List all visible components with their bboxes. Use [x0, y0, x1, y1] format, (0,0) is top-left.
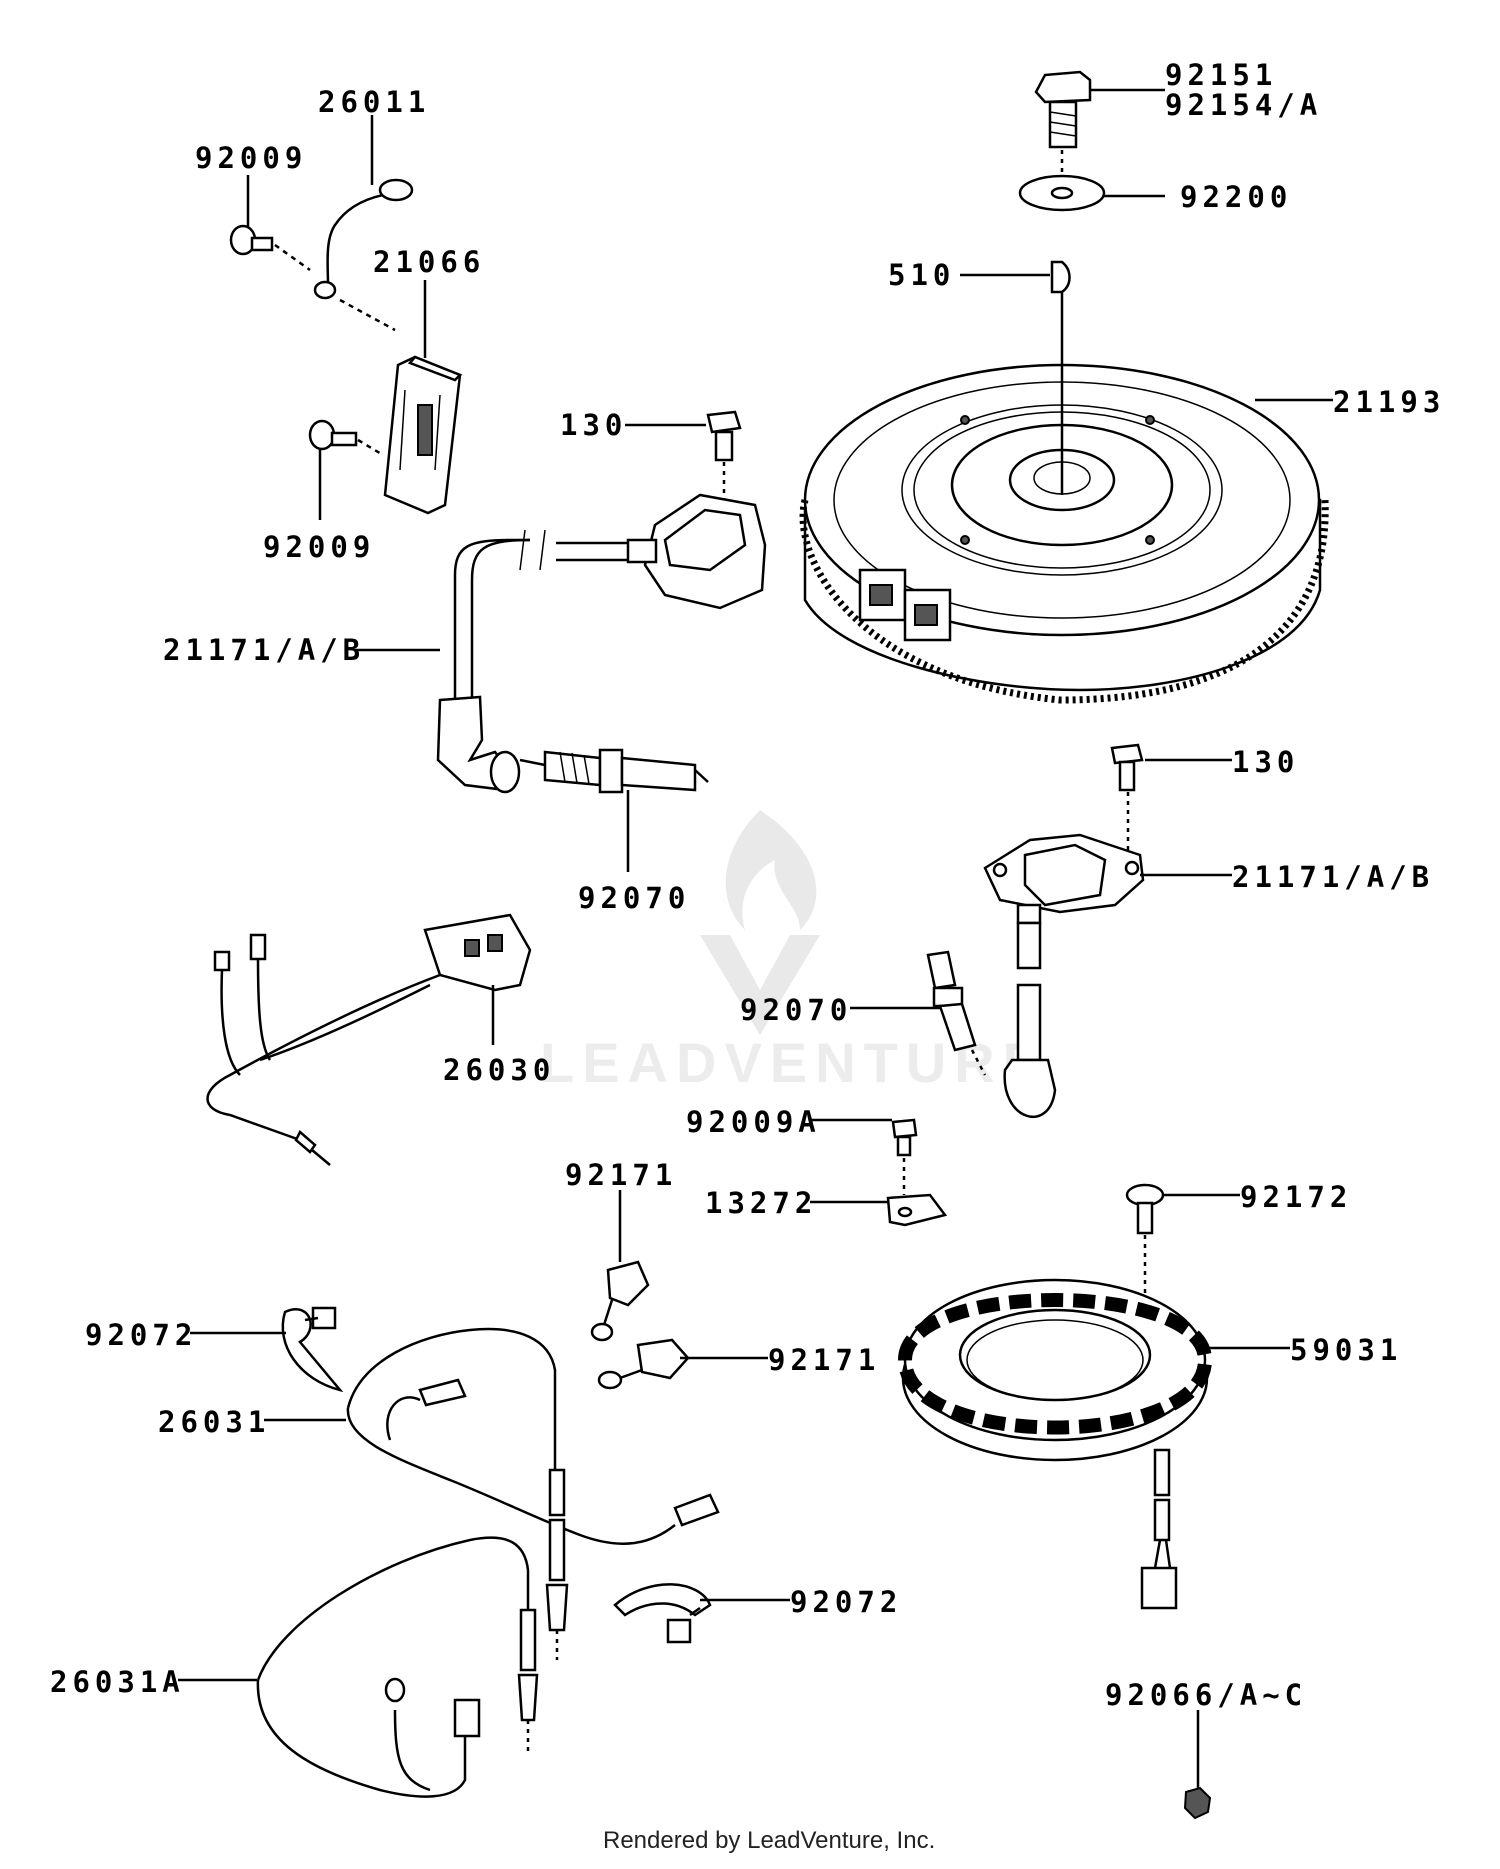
label-21193: 21193 — [1333, 385, 1445, 419]
bracket-13272 — [886, 1193, 948, 1227]
ignition-coil-21171-top — [436, 493, 767, 794]
clamp-92072-top — [281, 1306, 344, 1393]
footer-credit: Rendered by LeadVenture, Inc. — [603, 1827, 935, 1854]
label-13272: 13272 — [705, 1186, 817, 1220]
label-26031A: 26031A — [50, 1665, 185, 1699]
spark-plug-92070-left — [519, 748, 709, 794]
label-92171-right: 92171 — [768, 1343, 880, 1377]
label-26011: 26011 — [318, 85, 430, 119]
label-92070-right: 92070 — [740, 993, 852, 1027]
label-92009-bottom: 92009 — [263, 530, 375, 564]
bolt-92172 — [1125, 1183, 1165, 1295]
label-92072-top: 92072 — [85, 1318, 197, 1352]
label-130-top: 130 — [560, 408, 627, 442]
label-130-right: 130 — [1232, 745, 1299, 779]
part-labels: 92151 92154/A 92200 510 21193 26011 9200… — [50, 58, 1445, 1712]
bolt-92151 — [1034, 70, 1092, 172]
label-92151: 92151 — [1165, 58, 1277, 92]
clamp-92171-right — [597, 1338, 690, 1390]
spark-plug-92070-right — [926, 950, 987, 1076]
label-92172: 92172 — [1240, 1180, 1352, 1214]
harness-26031 — [346, 1327, 720, 1660]
bolt-130-top — [706, 410, 742, 500]
label-21171-right: 21171/A/B — [1232, 860, 1434, 894]
screw-92009-bottom — [308, 419, 384, 457]
label-21066: 21066 — [373, 245, 485, 279]
label-92070-left: 92070 — [578, 881, 690, 915]
clamp-92171-top — [590, 1260, 650, 1342]
bolt-92009A — [891, 1118, 918, 1195]
screw-92009-top — [229, 224, 396, 332]
label-92009-top: 92009 — [195, 141, 307, 175]
label-26031: 26031 — [158, 1405, 270, 1439]
ground-lead-26011 — [313, 178, 414, 300]
stator-59031 — [897, 1278, 1213, 1610]
label-92009A: 92009A — [686, 1105, 821, 1139]
label-59031: 59031 — [1290, 1333, 1402, 1367]
regulator-21066 — [383, 355, 463, 515]
harness-26031A — [256, 1536, 539, 1798]
ignition-coil-21171-right — [983, 833, 1145, 1118]
washer-92200 — [1018, 174, 1106, 212]
label-92200: 92200 — [1180, 180, 1292, 214]
clamp-92072-bottom — [613, 1583, 712, 1644]
label-21171-left: 21171/A/B — [163, 633, 365, 667]
flywheel-21193 — [799, 285, 1329, 704]
label-92072-bottom: 92072 — [790, 1585, 902, 1619]
label-92154: 92154/A — [1165, 88, 1322, 122]
nut-92066 — [1183, 1786, 1212, 1820]
label-26030: 26030 — [443, 1053, 555, 1087]
label-510: 510 — [888, 258, 955, 292]
connector-26030 — [206, 913, 532, 1166]
label-92171-top: 92171 — [565, 1158, 677, 1192]
bolt-130-right — [1110, 743, 1144, 850]
leader-lines — [178, 88, 1333, 1788]
label-92066: 92066/A~C — [1105, 1678, 1307, 1712]
key-510 — [1050, 260, 1071, 294]
